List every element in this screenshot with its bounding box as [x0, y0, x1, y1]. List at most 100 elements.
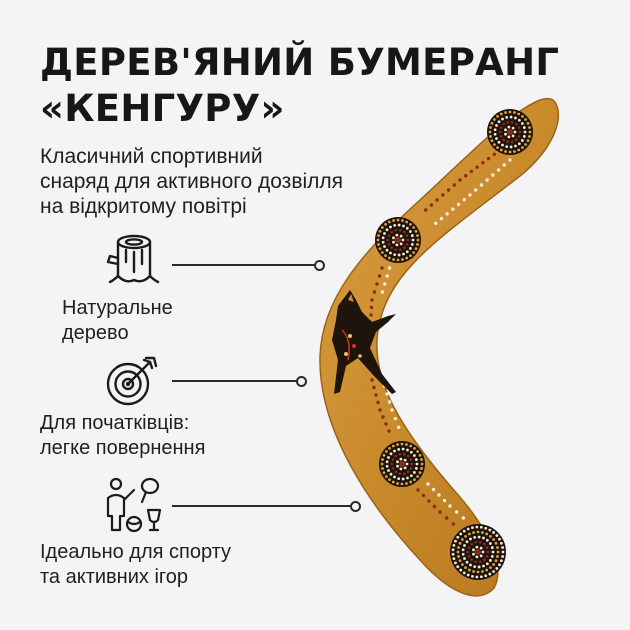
pattern-dot — [492, 563, 496, 566]
pattern-dot — [420, 467, 423, 470]
pattern-dot — [438, 510, 442, 514]
pattern-dot — [398, 472, 402, 476]
page-title: ДЕРЕВ'ЯНИЙ БУМЕРАНГ «КЕНГУРУ» — [40, 40, 600, 132]
pattern-dot — [479, 183, 484, 187]
pattern-dot — [517, 142, 521, 146]
pattern-dot — [497, 120, 501, 124]
pattern-dot — [456, 565, 460, 569]
pattern-dot — [382, 471, 386, 475]
pattern-dot — [485, 538, 489, 542]
pattern-dot — [517, 112, 521, 116]
pattern-dot — [387, 469, 390, 472]
pattern-dot — [451, 207, 455, 211]
pattern-dot — [502, 138, 506, 142]
pattern-dot — [454, 510, 459, 514]
pattern-dot — [401, 238, 405, 242]
pattern-dot — [409, 474, 413, 478]
pattern-dot — [502, 122, 506, 126]
pattern-dot — [369, 313, 373, 317]
pattern-dot — [397, 477, 401, 481]
feature-label-1: Натуральне дерево — [62, 296, 173, 346]
pattern-dot — [414, 467, 418, 470]
pattern-dot — [401, 477, 405, 481]
pattern-dot — [482, 558, 486, 562]
pattern-dot — [492, 143, 496, 146]
pattern-dot — [479, 554, 483, 558]
pattern-dot — [389, 472, 393, 476]
pattern-dot — [431, 487, 436, 492]
pattern-dot — [458, 541, 462, 545]
pattern-dot — [399, 242, 403, 246]
pattern-dot — [498, 563, 501, 567]
pattern-dot — [499, 112, 503, 116]
pattern-dot — [377, 234, 380, 237]
pattern-dot — [405, 443, 408, 446]
pattern-dot — [492, 570, 495, 573]
pattern-dot — [435, 198, 439, 202]
pattern-dot — [448, 504, 452, 508]
pattern-dot — [392, 258, 395, 261]
pattern-dot — [394, 228, 398, 232]
pattern-dot — [504, 150, 507, 153]
pattern-dot — [439, 216, 444, 221]
pattern-dot — [441, 193, 445, 197]
sports-person-icon — [106, 477, 162, 533]
pattern-dot — [385, 248, 389, 252]
pattern-dot — [392, 236, 395, 240]
pattern-dot — [466, 527, 470, 531]
pattern-dot — [383, 245, 386, 248]
pattern-dot — [514, 116, 517, 120]
pattern-dot — [391, 480, 395, 484]
pattern-dot — [485, 532, 489, 536]
pattern-dot — [490, 555, 494, 558]
pattern-dot — [412, 454, 416, 457]
pattern-dot — [496, 546, 499, 549]
pattern-dot — [499, 148, 503, 152]
pattern-dot — [485, 562, 489, 566]
pattern-dot — [389, 225, 392, 229]
pattern-dot — [374, 393, 378, 397]
pattern-dot — [415, 462, 419, 466]
pattern-dot — [498, 537, 501, 541]
pattern-dot — [523, 130, 527, 134]
pattern-dot — [486, 550, 490, 554]
pattern-dot — [495, 567, 499, 570]
pattern-dot — [424, 208, 428, 212]
pattern-dot — [484, 574, 488, 578]
pattern-dot — [458, 178, 462, 182]
pattern-dot — [469, 169, 474, 174]
pattern-dot — [510, 140, 514, 144]
pattern-dot — [387, 456, 390, 459]
pattern-dot — [378, 247, 382, 251]
pattern-dot — [402, 252, 405, 256]
pattern-dot — [399, 234, 403, 238]
pattern-dot — [454, 539, 457, 543]
pattern-dot — [526, 139, 530, 143]
pattern-dot — [409, 450, 413, 454]
pattern-dot — [508, 150, 512, 154]
pattern-dot — [526, 121, 530, 125]
pattern-dot — [396, 443, 399, 446]
pattern-dot — [381, 458, 384, 461]
pattern-dot — [501, 143, 504, 147]
pattern-dot — [376, 400, 380, 405]
pattern-dot — [501, 550, 505, 554]
pattern-dot — [416, 450, 420, 453]
pattern-dot — [475, 555, 479, 559]
pattern-dot — [381, 415, 385, 419]
pattern-dot — [476, 570, 480, 574]
pattern-dot — [506, 120, 510, 124]
pattern-dot — [470, 542, 474, 546]
pattern-dot — [507, 129, 513, 135]
pattern-dot — [475, 165, 479, 169]
tree-stump-icon — [106, 234, 160, 284]
pattern-dot — [521, 114, 524, 118]
pattern-dot — [474, 540, 478, 544]
pattern-dot — [420, 462, 424, 466]
pattern-dot — [416, 238, 420, 242]
pattern-dot — [501, 117, 504, 121]
pattern-dot — [385, 460, 389, 464]
pattern-dot — [397, 447, 401, 451]
pattern-dot — [409, 480, 413, 484]
pattern-dot — [496, 146, 499, 150]
